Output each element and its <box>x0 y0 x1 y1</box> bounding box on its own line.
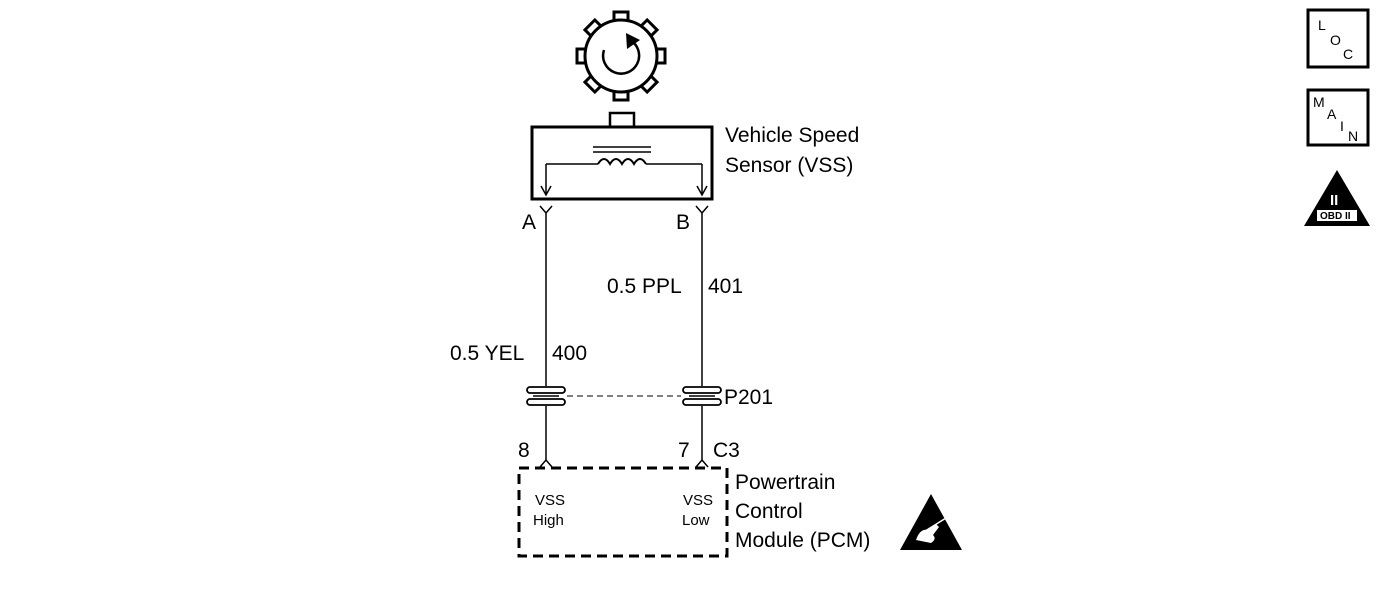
pcm-vss-low-line2: Low <box>682 512 710 529</box>
obd2-label: OBD II <box>1320 211 1351 222</box>
pcm-name-line3: Module (PCM) <box>735 529 870 552</box>
loc-letter-o: O <box>1330 32 1341 48</box>
main-letter-i: I <box>1340 118 1344 134</box>
connector-p201-label: P201 <box>724 386 773 409</box>
wire-right-circuit: 401 <box>708 275 743 298</box>
pcm-pin-left: 8 <box>518 439 530 462</box>
wire-right-gauge-color: 0.5 PPL <box>607 275 682 298</box>
pcm-vss-low-line1: VSS <box>683 492 713 509</box>
terminal-a-label: A <box>522 211 536 234</box>
pcm-vss-high-line1: VSS <box>535 492 565 509</box>
main-button[interactable]: M A I N <box>1306 88 1370 147</box>
esd-warning-icon <box>900 494 962 550</box>
reluctor-wheel-icon <box>575 10 667 102</box>
loc-letter-l: L <box>1318 17 1326 33</box>
sensor-name-line2: Sensor (VSS) <box>725 154 853 177</box>
loc-button[interactable]: L O C <box>1306 8 1370 69</box>
main-letter-n: N <box>1348 128 1358 144</box>
obd2-numeral: II <box>1330 192 1338 209</box>
pcm-name-line1: Powertrain <box>735 471 835 494</box>
vss-sensor-body <box>530 111 714 201</box>
wire-left-gauge-color: 0.5 YEL <box>450 342 524 365</box>
pcm-connector-c3-label: C3 <box>713 439 740 462</box>
main-letter-a: A <box>1327 106 1337 122</box>
main-letter-m: M <box>1313 94 1325 110</box>
obd2-button[interactable]: II OBD II <box>1304 170 1370 226</box>
pcm-box <box>517 466 729 558</box>
pcm-name-line2: Control <box>735 500 803 523</box>
loc-letter-c: C <box>1343 46 1353 62</box>
wire-left-circuit: 400 <box>552 342 587 365</box>
pcm-terminal-pins <box>539 458 709 468</box>
pcm-vss-high-line2: High <box>533 512 564 529</box>
sensor-name-line1: Vehicle Speed <box>725 124 859 147</box>
inline-connector-p201 <box>526 386 722 406</box>
pcm-pin-right: 7 <box>678 439 690 462</box>
terminal-b-label: B <box>676 211 690 234</box>
